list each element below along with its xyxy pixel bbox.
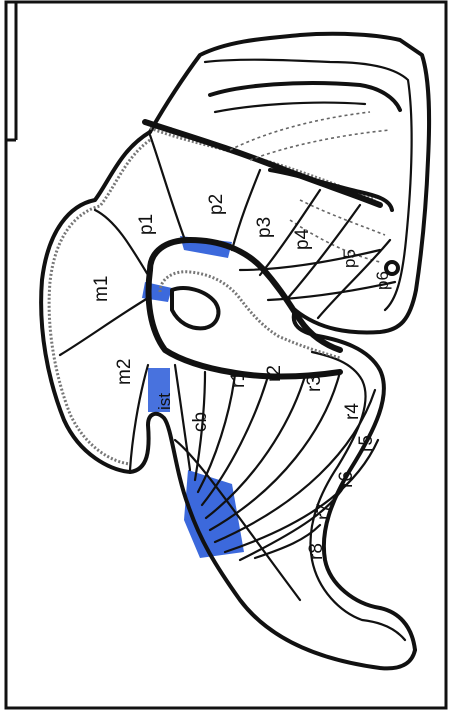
r-boundary-0 (175, 365, 190, 470)
label-p1: p1 (136, 214, 157, 235)
label-r2: r2 (264, 365, 285, 382)
figure-frame (6, 2, 446, 708)
eye-region-inner (215, 103, 365, 112)
dorsal-outer-contour (41, 132, 415, 668)
brain-outline (41, 34, 429, 669)
label-r4: r4 (342, 403, 363, 420)
label-cb: cb (190, 412, 211, 432)
label-r8: r8 (306, 543, 327, 560)
dotted-contour-2 (250, 130, 390, 160)
ventricle-inner (160, 272, 340, 358)
ventral-inner-line (310, 352, 405, 640)
eye-region-contour (210, 83, 400, 110)
dotted-contour-1 (230, 112, 370, 150)
label-p6: p6 (373, 271, 392, 290)
label-ist: ist (155, 393, 174, 410)
label-m2: m2 (114, 359, 135, 385)
label-r1: r1 (228, 371, 249, 388)
r-boundary-7 (225, 440, 378, 552)
forebrain-boundary (145, 122, 380, 205)
label-r7: r7 (314, 503, 335, 520)
label-m1: m1 (91, 276, 112, 302)
ventricle-core (172, 288, 218, 328)
label-r5: r5 (356, 435, 377, 452)
ventricle-loop (150, 240, 340, 350)
label-p5: p5 (340, 249, 359, 268)
label-r3: r3 (304, 375, 325, 392)
label-r6: r6 (336, 471, 357, 488)
label-p2: p2 (206, 194, 227, 215)
m1-m2-boundary (60, 298, 148, 355)
ventricle-loop-bottom (149, 270, 340, 377)
label-p3: p3 (254, 217, 275, 238)
label-p4: p4 (292, 228, 313, 250)
